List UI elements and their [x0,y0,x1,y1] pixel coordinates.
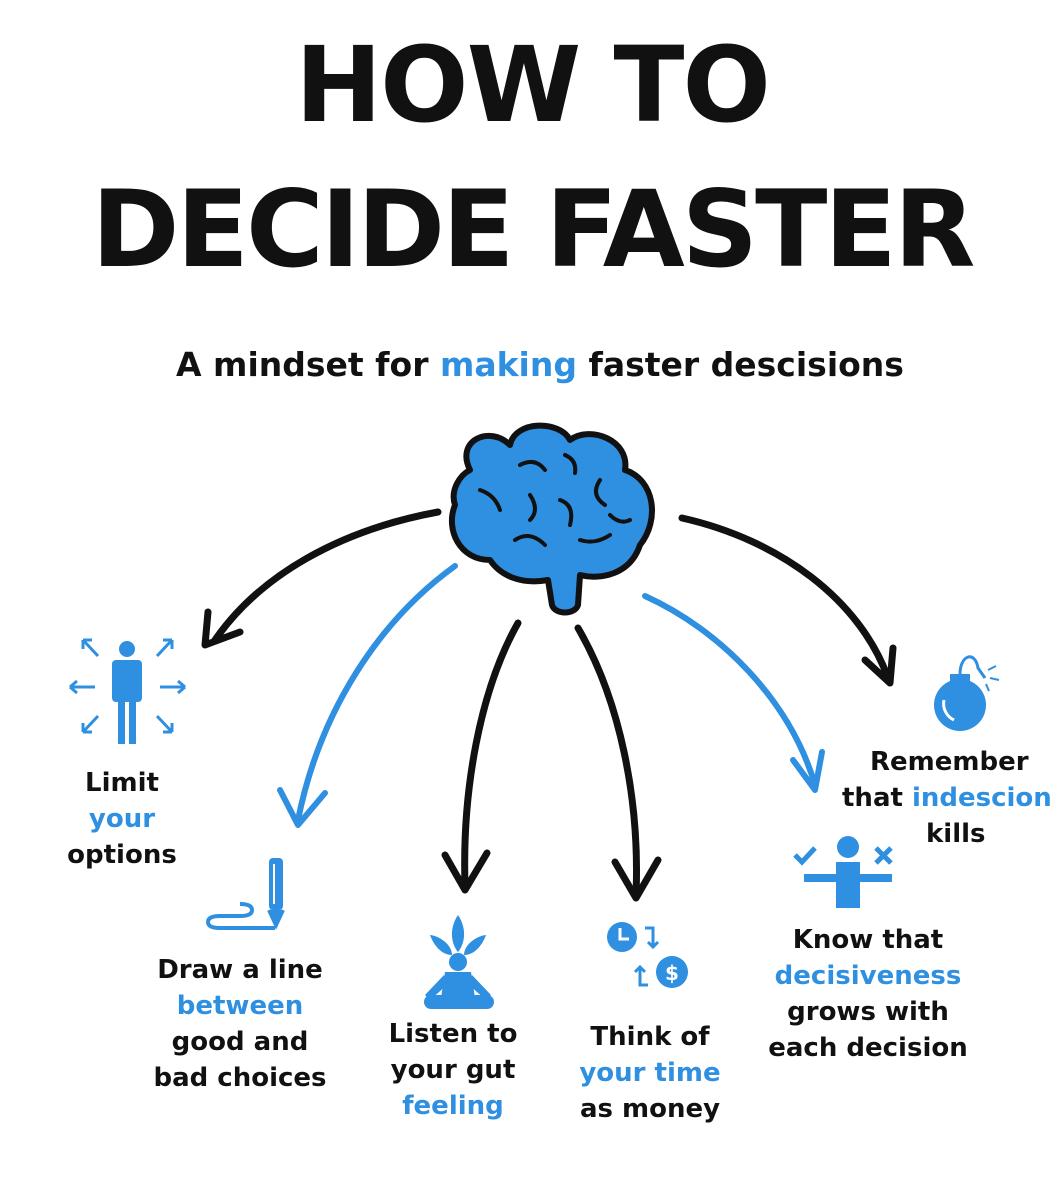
tip-text: Listen to [388,1019,518,1049]
subtitle: A mindset for making faster descisions [0,345,1064,384]
tip-gut-feeling: Listen to your gut feeling [363,1016,543,1124]
tip-text: Remember [870,747,1029,777]
arrow-draw-line [295,563,458,823]
meditation-icon [424,915,494,1009]
tip-text: good and [171,1027,309,1057]
tip-limit-options: Limit your options [52,765,192,873]
arrow-decisiveness [642,593,818,788]
bomb-icon [934,655,1000,731]
svg-text:$: $ [665,961,679,985]
tip-decisiveness: Know that decisiveness grows with each d… [748,922,988,1066]
tip-highlight: between [176,991,304,1021]
tip-indecision-kills: Remember that indescion kills [842,744,1064,852]
tip-text: bad choices [153,1063,327,1093]
title-line-1: HOW TO [295,24,771,146]
tip-highlight: your [88,804,156,834]
tip-text: each decision [768,1033,968,1063]
subtitle-text: A mindset for [176,345,440,384]
tip-text: as money [579,1094,721,1124]
tip-highlight: your time [579,1058,721,1088]
tip-text: Limit [85,768,159,798]
tip-highlight: indescion [911,783,1052,813]
arrow-limit [211,508,442,644]
subtitle-text-end: faster descisions [576,345,904,384]
brain-icon [448,422,655,616]
pencil-line-icon [205,858,285,930]
tip-text: your gut [390,1055,516,1085]
tip-text: options [67,840,177,870]
arrow-gut [461,619,522,889]
time-money-icon: $ [607,922,688,988]
tip-time-money: Think of your time as money [560,1019,740,1127]
tip-draw-line: Draw a line between good and bad choices [130,952,350,1096]
tip-text: that [842,783,912,813]
expand-person-icon [69,638,186,744]
decision-person-icon [793,836,893,908]
arrow-bomb [678,514,892,682]
tip-text: Think of [590,1022,710,1052]
tip-text: Draw a line [157,955,323,985]
subtitle-highlight: making [439,345,577,384]
tip-text: kills [926,819,986,849]
arrow-time [574,624,640,899]
tip-text: Know that [792,925,944,955]
tip-highlight: decisiveness [774,961,962,991]
tip-highlight: feeling [402,1091,504,1121]
tip-text: grows with [787,997,949,1027]
title-line-2: DECIDE FASTER [91,168,976,291]
